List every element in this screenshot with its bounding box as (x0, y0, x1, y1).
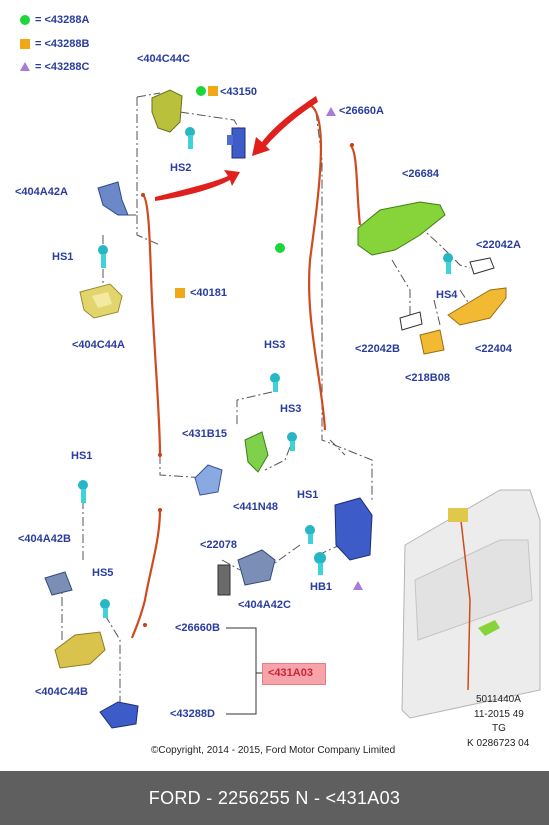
part-22404-cover (447, 287, 507, 326)
control-cables (130, 104, 362, 639)
part-431B15 (194, 464, 223, 496)
label-22042B: <22042B (355, 343, 400, 355)
label-404A42A: <404A42A (15, 186, 68, 198)
copyright: ©Copyright, 2014 - 2015, Ford Motor Comp… (151, 745, 396, 756)
part-hs1-screw-left (78, 480, 88, 503)
orange-square-marker-2 (208, 86, 218, 96)
purple-triangle-marker-2 (353, 581, 363, 590)
label-hs1-top: HS1 (52, 251, 74, 263)
part-43150 (227, 127, 246, 159)
label-404A42B: <404A42B (18, 533, 71, 545)
label-431B15: <431B15 (182, 428, 227, 440)
legend-label-b: = <43288B (35, 38, 90, 50)
label-hb1: HB1 (310, 581, 333, 593)
label-26660B: <26660B (175, 622, 220, 634)
label-431A03: <431A03 (268, 667, 313, 679)
label-218B08: <218B08 (405, 372, 450, 384)
label-404C44A: <404C44A (72, 339, 125, 351)
ref-code-4: K 0286723 04 (467, 738, 530, 749)
exploded-parts-diagram (44, 86, 541, 729)
label-26660A: <26660A (339, 105, 384, 117)
part-404A42C (237, 549, 276, 586)
purple-triangle-marker (326, 107, 336, 116)
label-43288D: <43288D (170, 708, 215, 720)
legend-orange-square-icon (20, 39, 30, 49)
label-441N48: <441N48 (233, 501, 278, 513)
part-43288D (99, 701, 139, 729)
legend-green-circle-icon (20, 15, 30, 25)
green-circle-marker (275, 243, 285, 253)
part-22042A-seal (469, 257, 495, 275)
orange-square-marker (175, 288, 185, 298)
label-22078: <22078 (200, 539, 238, 551)
part-404A42B (44, 571, 73, 596)
ref-code-2: 11-2015 49 (474, 709, 524, 720)
part-404C44C (151, 89, 183, 133)
label-bracket (226, 627, 257, 715)
assembly-lines (61, 92, 471, 705)
part-441N48 (244, 431, 269, 473)
part-hb1-bolt (314, 552, 326, 575)
label-40181: <40181 (190, 287, 228, 299)
legend-purple-triangle-icon (20, 62, 30, 71)
part-lock-actuator (334, 497, 373, 561)
part-26684-handle (357, 201, 446, 256)
part-hs4-screw (443, 253, 453, 274)
part-218B08 (419, 329, 445, 355)
label-hs3-b: HS3 (280, 403, 302, 415)
green-circle-marker-2 (196, 86, 206, 96)
label-404C44B: <404C44B (35, 686, 88, 698)
label-hs1-left: HS1 (71, 450, 93, 462)
label-hs3-a: HS3 (264, 339, 286, 351)
cable-end-dots (141, 143, 354, 627)
part-404C44A (79, 283, 123, 319)
part-hs5-screw (100, 599, 110, 618)
footer-part-numbers: FORD - 2256255 N - <431A03 (148, 788, 401, 808)
van-door-inset (401, 489, 541, 719)
label-22042A: <22042A (476, 239, 521, 251)
part-22042B-seal (399, 311, 423, 331)
highlighted-part-box (262, 663, 326, 685)
label-hs1-right: HS1 (297, 489, 319, 501)
part-404C44B (54, 631, 106, 669)
label-hs4: HS4 (436, 289, 458, 301)
part-hs1-screw-top (98, 245, 108, 268)
label-hs2: HS2 (170, 162, 192, 174)
footer-bar: FORD - 2256255 N - <431A03 (0, 771, 549, 825)
label-404C44C: <404C44C (137, 53, 190, 65)
part-hs1-screw-right (305, 525, 315, 544)
callout-arrows (155, 96, 318, 201)
part-22078 (217, 564, 231, 596)
label-404A42C: <404A42C (238, 599, 291, 611)
legend-label-a: = <43288A (35, 14, 90, 26)
ref-code-1: 5011440A (476, 694, 521, 705)
label-22404: <22404 (475, 343, 513, 355)
part-hs2-screw (185, 127, 195, 149)
label-hs5: HS5 (92, 567, 114, 579)
label-43150: <43150 (220, 86, 258, 98)
part-404A42A (97, 181, 129, 216)
part-hs3-screws (270, 373, 297, 451)
label-26684: <26684 (402, 168, 440, 180)
ref-code-3: TG (492, 723, 506, 734)
legend-label-c: = <43288C (35, 61, 90, 73)
